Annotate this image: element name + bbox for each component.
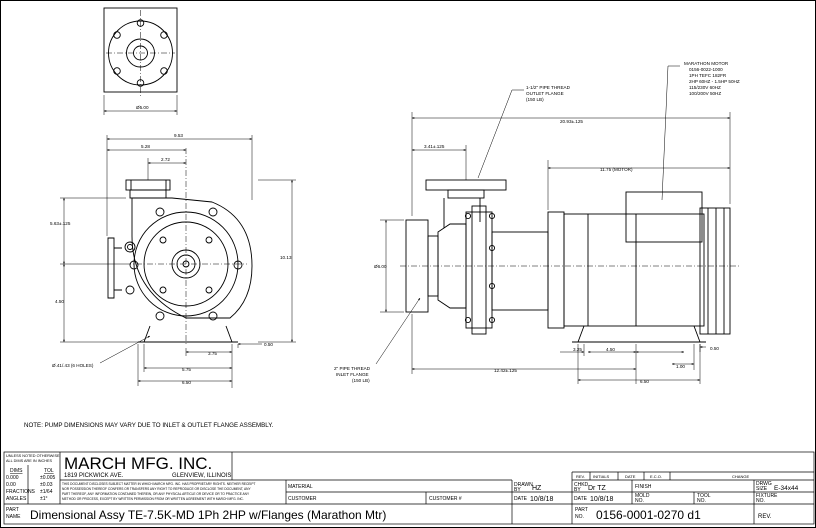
title-block-frame — [3, 451, 815, 525]
tool-no-label: NO. — [697, 498, 706, 504]
proprietary-line-1: THIS DOCUMENT DISCLOSES SUBJECT MATTER I… — [62, 482, 255, 486]
callout-motor-2: 0156-0022-1000 — [689, 67, 723, 72]
drawn-date: 10/8/18 — [530, 496, 553, 503]
chkd-by: Dr TZ — [588, 485, 606, 492]
rev-label: REV. — [758, 514, 772, 520]
part-label: PART — [6, 507, 19, 513]
name-label: NAME — [6, 514, 21, 520]
customer-label: CUSTOMER — [288, 496, 317, 502]
front-pump-view — [107, 148, 253, 345]
change-col-label: CHANGE — [732, 474, 749, 479]
callout-motor-3: 1PH TEFC 182FR — [689, 73, 727, 78]
tb-dim-row-2-a: FRACTIONS — [6, 489, 36, 495]
callout-outlet-3: (150 LB) — [526, 97, 544, 102]
dim-2093: 20.93±.125 — [560, 119, 583, 124]
dim-100: 1.00 — [676, 364, 685, 369]
drwg-label: DRWG — [756, 481, 772, 487]
callout-inlet-1: 2" PIPE THREAD — [334, 366, 371, 371]
chkd-date-label: DATE — [574, 496, 588, 502]
callout-motor-4: 2HP 60HZ - 1.5HP 50HZ — [689, 79, 740, 84]
tb-tol-hdr: TOL — [44, 468, 54, 474]
dim-holes: Ø.41/.43 (6 HOLES) — [52, 363, 94, 368]
tb-dims-hdr: DIMS — [10, 468, 23, 474]
tb-dim-row-0-b: ±0.005 — [40, 475, 55, 481]
material-label: MATERIAL — [288, 484, 313, 490]
rev-col-label: REV. — [576, 474, 585, 479]
tb-dim-row-3-a: ANGLES — [6, 496, 27, 502]
tb-unless-noted: UNLESS NOTED OTHERWISE — [6, 454, 60, 458]
proprietary-line-3: PART THEREOF, ANY INFORMATION CONTAINED … — [62, 492, 250, 496]
initials-col-label: INITIALS — [593, 474, 610, 479]
fixture-no-label: NO. — [756, 498, 765, 504]
dim-341: 3.41±.125 — [424, 144, 445, 149]
callout-motor-5: 115/230V 60HZ — [689, 85, 721, 90]
dim-050: 0.50 — [264, 342, 273, 347]
side-dimension-lines — [375, 65, 731, 384]
mold-no-label: NO. — [635, 498, 644, 504]
callout-motor-6: 100/200V 50HZ — [689, 91, 721, 96]
mold-label: MOLD — [635, 493, 650, 499]
company-name: MARCH MFG. INC. — [64, 454, 212, 473]
finish-label: FINISH — [635, 484, 652, 490]
tb-dim-row-1-b: ±0.03 — [40, 482, 53, 488]
callout-motor-1: MARATHON MOTOR — [684, 61, 729, 66]
tb-all-dims: ALL DIMS ARE IN INCHES — [6, 459, 53, 463]
size-label: SIZE — [756, 486, 768, 492]
part-no-no-label: NO. — [575, 514, 584, 520]
drawn-label: DRAWN — [514, 482, 533, 488]
tb-dim-row-1-a: 0.00 — [6, 482, 16, 488]
part-number: 0156-0001-0270 d1 — [596, 508, 701, 522]
date-col-label: DATE — [625, 474, 636, 479]
dim-953: 9.53 — [174, 133, 183, 138]
dim-050b: 0.50 — [710, 346, 719, 351]
chkd-label: CHKD — [574, 482, 589, 488]
drawn-date-label: DATE — [514, 496, 528, 502]
dim-650: 6.50 — [182, 380, 191, 385]
company-address: 1819 PICKWICK AVE. — [64, 473, 124, 479]
drawn-by-label: BY — [514, 487, 521, 493]
dim-450b: 4.50 — [606, 347, 615, 352]
top-flange-view — [103, 7, 178, 115]
drawing-size: E-34x44 — [774, 485, 799, 492]
dim-flange-dia-side: Ø6.00 — [374, 264, 387, 269]
part-no-label: PART — [575, 507, 588, 513]
chkd-date: 10/8/18 — [590, 496, 613, 503]
dim-528: 5.28 — [141, 144, 150, 149]
tb-dim-row-3-b: ±1° — [40, 496, 48, 502]
side-assembly-view — [400, 179, 740, 343]
pump-note: NOTE: PUMP DIMENSIONS MAY VARY DUE TO IN… — [24, 422, 274, 429]
dim-272: 2.72 — [161, 157, 170, 162]
dim-575: 5.75 — [182, 367, 191, 372]
dim-375: 3.75 — [208, 351, 217, 356]
dim-motor-len: 11.75 (MOTOR) — [600, 167, 633, 172]
front-dimension-lines — [60, 135, 296, 388]
company-city: GLENVIEW, ILLINOIS — [172, 473, 231, 479]
dim-650b: 6.50 — [640, 379, 649, 384]
tb-dim-row-2-b: ±1/64 — [40, 489, 53, 495]
drawn-by: HZ — [532, 485, 542, 492]
tb-dim-row-0-a: 0.000 — [6, 475, 19, 481]
dim-1013: 10.13 — [280, 255, 292, 260]
callout-outlet-1: 1-1/2" PIPE THREAD — [526, 85, 571, 90]
proprietary-line-2: NOR POSSESSION THEREOF CONFERS OR TRANSF… — [62, 487, 251, 491]
callout-inlet-2: INLET FLANGE — [336, 372, 369, 377]
proprietary-line-4: METHOD OR PROCESS, EXCEPT BY WRITTEN PER… — [62, 497, 244, 501]
chkd-by-label: BY — [574, 487, 581, 493]
dim-1242: 12.42±.125 — [494, 368, 517, 373]
eco-col-label: E.C.O. — [650, 474, 662, 479]
callout-inlet-3: (150 LB) — [352, 378, 370, 383]
fixture-label: FIXTURE — [756, 493, 778, 499]
customer-no-label: CUSTOMER # — [429, 496, 462, 502]
dim-450: 4.50 — [55, 299, 64, 304]
dim-325: 3.25 — [573, 347, 582, 352]
dim-563: 5.63±.125 — [50, 221, 71, 226]
callout-outlet-2: OUTLET FLANGE — [526, 91, 564, 96]
dim-top-flange-dia: Ø5.00 — [136, 105, 149, 110]
tool-label: TOOL — [697, 493, 711, 499]
part-name: Dimensional Assy TE-7.5K-MD 1Ph 2HP w/Fl… — [30, 508, 386, 522]
